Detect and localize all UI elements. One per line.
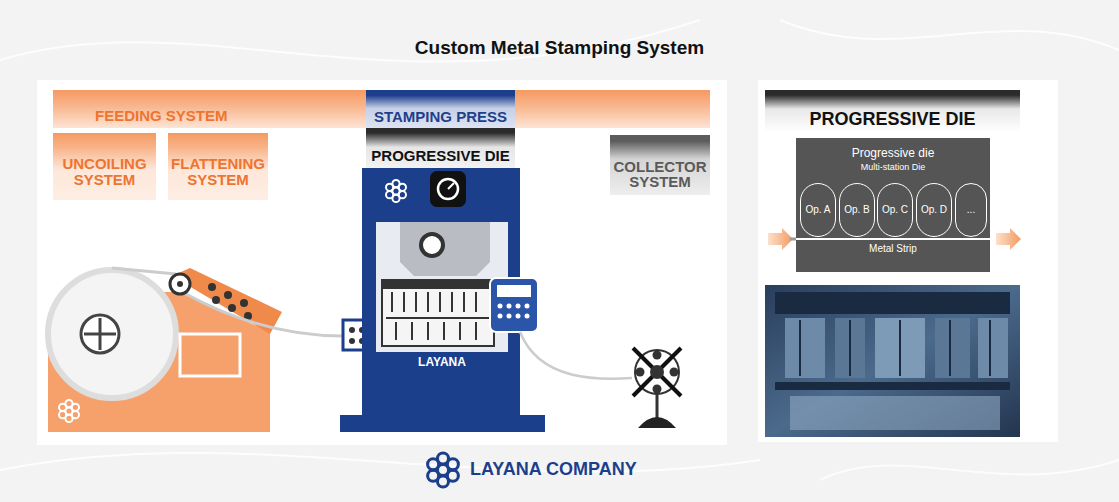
die-band: PROGRESSIVE DIE	[366, 128, 515, 168]
node-title: STAMPING PRESS	[374, 109, 507, 125]
press-brand: LAYANA	[376, 355, 508, 369]
node-title: Op. D	[921, 205, 947, 216]
node-title: COLLECTOR SYSTEM	[613, 159, 707, 191]
system-box: COLLECTOR SYSTEM	[610, 135, 710, 195]
left-panel	[37, 80, 727, 445]
system-box: UNCOILING SYSTEM	[53, 133, 156, 200]
panel-header: PROGRESSIVE DIE	[765, 90, 1020, 132]
press-illustration	[340, 168, 632, 432]
station-box: ...	[955, 183, 987, 237]
title-box: Custom Metal Stamping System	[0, 37, 1119, 59]
system-box: FLATTENING SYSTEM	[168, 133, 268, 200]
node-title: FLATTENING SYSTEM	[171, 156, 265, 188]
collector-illustration	[633, 348, 681, 428]
node-title: Op. A	[805, 205, 830, 216]
company-name: LAYANA COMPANY	[470, 459, 710, 481]
station-box: Op. D	[916, 183, 952, 237]
node-title: PROGRESSIVE DIE	[809, 110, 975, 129]
strip-label-box: Metal Strip	[796, 243, 990, 255]
press-band: STAMPING PRESS	[366, 90, 515, 128]
company-name-box: LAYANA COMPANY	[470, 459, 710, 481]
station-box: Op. A	[800, 183, 836, 237]
title: Custom Metal Stamping System	[0, 37, 1119, 59]
station-box: Op. C	[877, 183, 913, 237]
node-title: Op. B	[844, 205, 870, 216]
node-title: ...	[967, 205, 975, 216]
station-box: Op. B	[839, 183, 875, 237]
press-photo	[765, 285, 1020, 437]
right-panel	[758, 80, 1058, 442]
press-brand-box: LAYANA	[376, 355, 508, 369]
company-logo	[428, 453, 459, 487]
node-title: Op. C	[882, 205, 908, 216]
uncoiler-illustration	[48, 268, 343, 432]
node-subtitle: Multi-station Die	[861, 163, 926, 172]
background-swirl	[0, 20, 1119, 480]
strip-label: Metal Strip	[796, 243, 990, 255]
node-title: UNCOILING SYSTEM	[56, 156, 153, 188]
node-title: FEEDING SYSTEM	[95, 108, 228, 124]
node-title: Progressive die	[852, 147, 935, 160]
node-title: PROGRESSIVE DIE	[371, 148, 509, 164]
